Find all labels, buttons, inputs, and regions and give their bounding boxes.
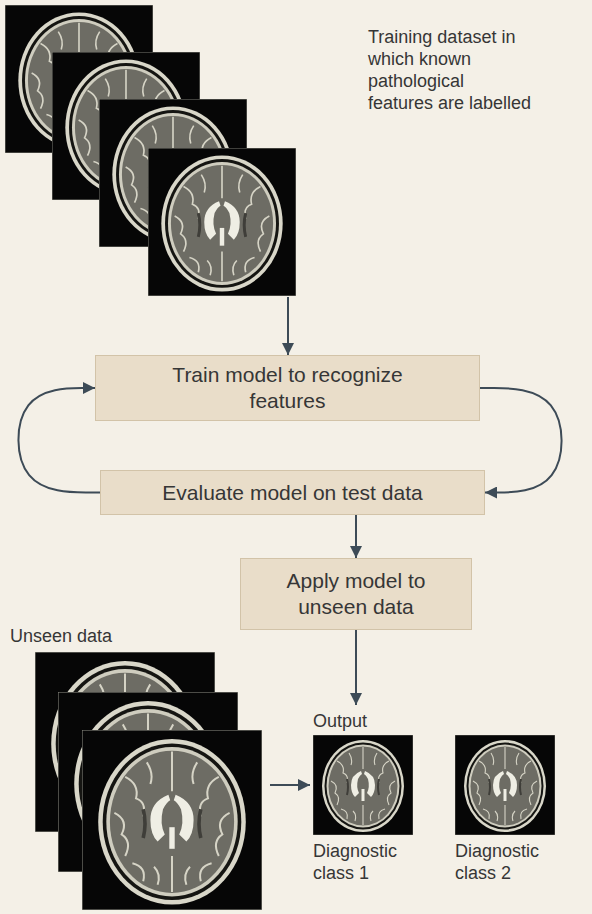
output-image: Diagnostic class 2	[455, 735, 555, 895]
mri-slice	[313, 735, 413, 835]
node-label: Training dataset in which known patholog…	[368, 27, 533, 115]
flow-arrow	[18, 388, 100, 493]
connectors	[18, 297, 561, 785]
process-box: Apply model to unseen data	[240, 558, 472, 630]
node-label: Output	[313, 711, 463, 733]
flow-arrow	[355, 515, 357, 558]
process-box: Evaluate model on test data	[100, 470, 485, 515]
node-label: Diagnostic class 1	[313, 841, 413, 885]
box-label: Apply model to unseen data	[256, 568, 456, 619]
box-label: Evaluate model on test data	[162, 480, 422, 506]
mri-slice	[455, 735, 555, 835]
flow-arrow	[480, 388, 562, 493]
output-scans	[313, 735, 555, 835]
box-label: Train model to recognize features	[138, 362, 438, 413]
flow-arrow	[355, 630, 357, 705]
node-label: Diagnostic class 2	[455, 841, 555, 885]
mri-slice	[82, 730, 262, 910]
process-box: Train model to recognize features	[95, 355, 480, 421]
output-group: Diagnostic class 1 Diagnostic class 2 Outp…	[310, 705, 565, 900]
unseen-scan-stack	[35, 652, 262, 910]
image-stack: Training dataset in which known patholog…	[5, 5, 588, 297]
training-scan-stack	[5, 5, 296, 296]
image-stack: Unseen data	[5, 624, 270, 912]
node-label: Unseen data	[10, 626, 210, 648]
output-image: Diagnostic class 1	[313, 735, 413, 895]
flow-arrow	[287, 297, 289, 355]
flow-arrow	[270, 784, 310, 786]
mri-slice	[148, 148, 296, 296]
